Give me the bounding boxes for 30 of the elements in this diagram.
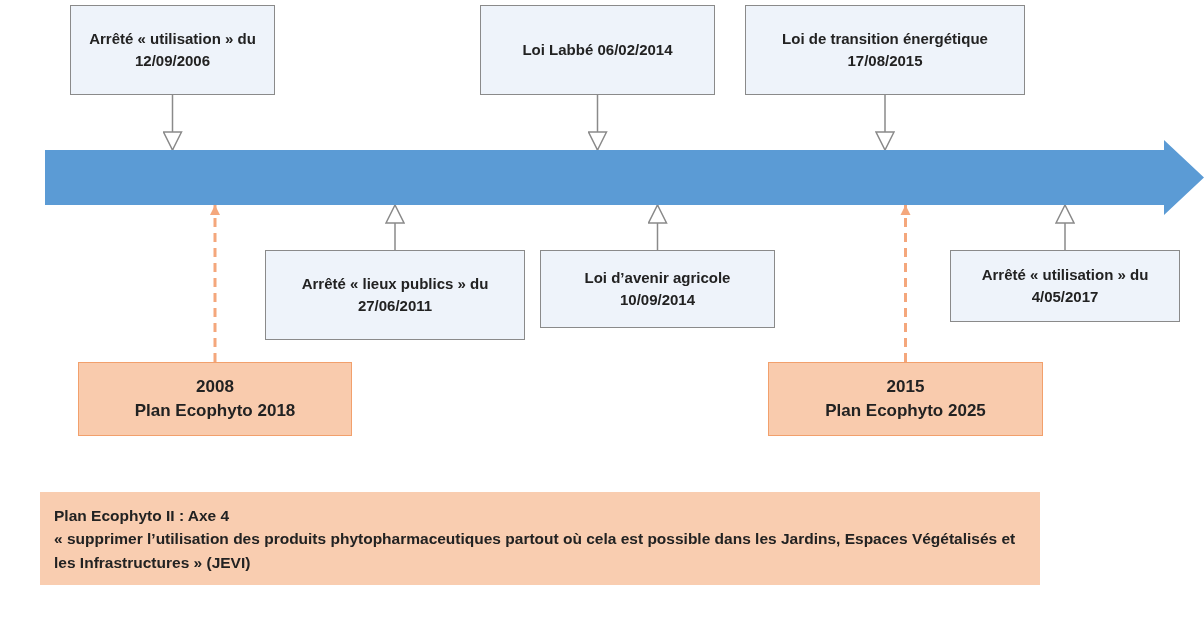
callout-box bbox=[265, 250, 525, 340]
callout-box bbox=[540, 250, 775, 328]
event-text: Arrêté « utilisation » du 4/05/2017 bbox=[980, 265, 1150, 307]
arrow bbox=[875, 94, 895, 151]
arrow bbox=[647, 204, 668, 251]
arrow bbox=[587, 94, 608, 151]
note-heading: Plan Ecophyto II : Axe 4 bbox=[54, 506, 230, 526]
event-text: Arrêté « utilisation » du 12/09/2006 bbox=[88, 29, 257, 71]
timeline-arrow bbox=[45, 140, 1204, 215]
callout-box bbox=[950, 250, 1180, 322]
arrow bbox=[900, 205, 911, 362]
plan-box bbox=[768, 362, 1043, 436]
plan-title: Plan Ecophyto 2018 bbox=[134, 400, 296, 422]
plan-title: Plan Ecophyto 2025 bbox=[825, 400, 986, 422]
callout-box bbox=[745, 5, 1025, 95]
plan-box bbox=[78, 362, 352, 436]
event-text: Loi d’avenir agricole 10/09/2014 bbox=[583, 268, 732, 310]
event-text: Loi de transition énergétique 17/08/2015 bbox=[781, 29, 989, 71]
callout-box bbox=[70, 5, 275, 95]
arrow bbox=[1055, 204, 1075, 251]
callout-box bbox=[480, 5, 715, 95]
note-text: « supprimer l’utilisation des produits phytopharmaceutiques partout où cela est possible dans les Jardins, Espaces Végétalisés et les Infrastructures » (JEVI) bbox=[54, 529, 1017, 573]
event-text: Arrêté « lieux publics » du 27/06/2011 bbox=[300, 274, 490, 316]
year-label: 2008 bbox=[196, 376, 234, 399]
arrow bbox=[162, 94, 183, 151]
arrow bbox=[210, 205, 220, 362]
event-text: Loi Labbé 06/02/2014 bbox=[522, 40, 673, 61]
arrow bbox=[385, 204, 405, 251]
year-label: 2015 bbox=[886, 376, 925, 399]
note-box bbox=[40, 492, 1040, 585]
